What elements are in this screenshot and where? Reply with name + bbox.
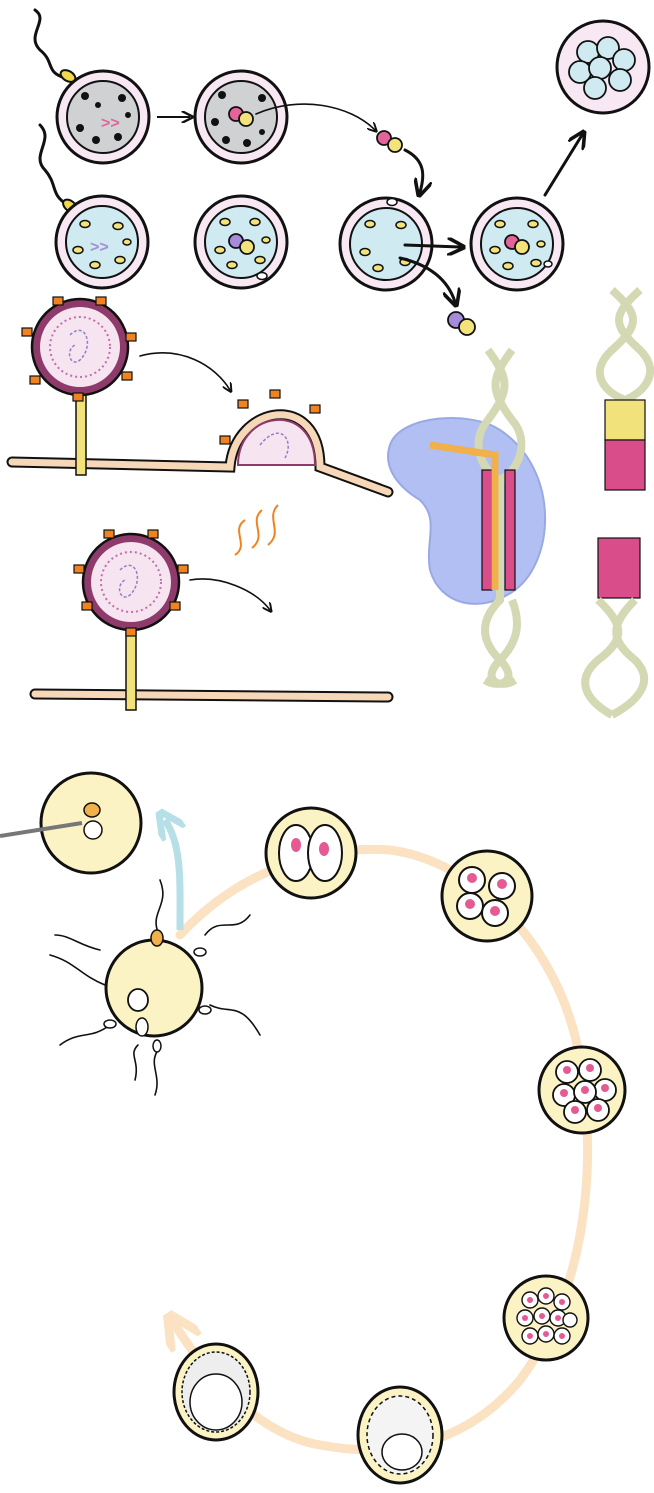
early-blastocyst [358, 1387, 442, 1483]
removed-nuclei [448, 312, 475, 335]
dna-panel [388, 290, 650, 715]
egg-cell-blue-1: >> [56, 196, 148, 288]
fertilization-panel: >> >> [35, 10, 649, 335]
arrow-virion-1 [140, 353, 230, 390]
dna-helix-cut [600, 290, 650, 490]
morula-cell [557, 21, 649, 113]
egg-cell-grey-1: >> [57, 71, 149, 163]
eight-cell-stage [539, 1047, 625, 1133]
two-cell-stage [266, 808, 356, 898]
egg-cell-reconstructed [471, 198, 563, 290]
arrow-e-to-f [405, 245, 460, 247]
blastocyst [174, 1344, 258, 1440]
egg-cell-blue-2 [195, 196, 287, 288]
arrow-nuclei-down [405, 150, 423, 192]
morula-stage [504, 1276, 588, 1360]
svg-text:>>: >> [90, 239, 109, 256]
egg-cell-grey-2 [195, 71, 287, 163]
extracted-nuclei [377, 131, 402, 152]
virus-panel [12, 297, 388, 710]
host-membrane-1 [12, 415, 388, 492]
arrow-virion-3 [190, 579, 270, 610]
embryo-panel [0, 773, 625, 1483]
oocyte-pipette [0, 773, 141, 873]
virion-3 [74, 530, 188, 710]
dna-helix-repaired [585, 538, 644, 715]
arrow-f-to-morula [545, 135, 582, 195]
svg-text:>>: >> [101, 115, 120, 132]
egg-with-sperm [50, 880, 260, 1095]
four-cell-stage [442, 851, 532, 941]
arrow-blue [165, 820, 180, 930]
virion-1 [22, 297, 136, 475]
sperm-tail [35, 10, 65, 78]
